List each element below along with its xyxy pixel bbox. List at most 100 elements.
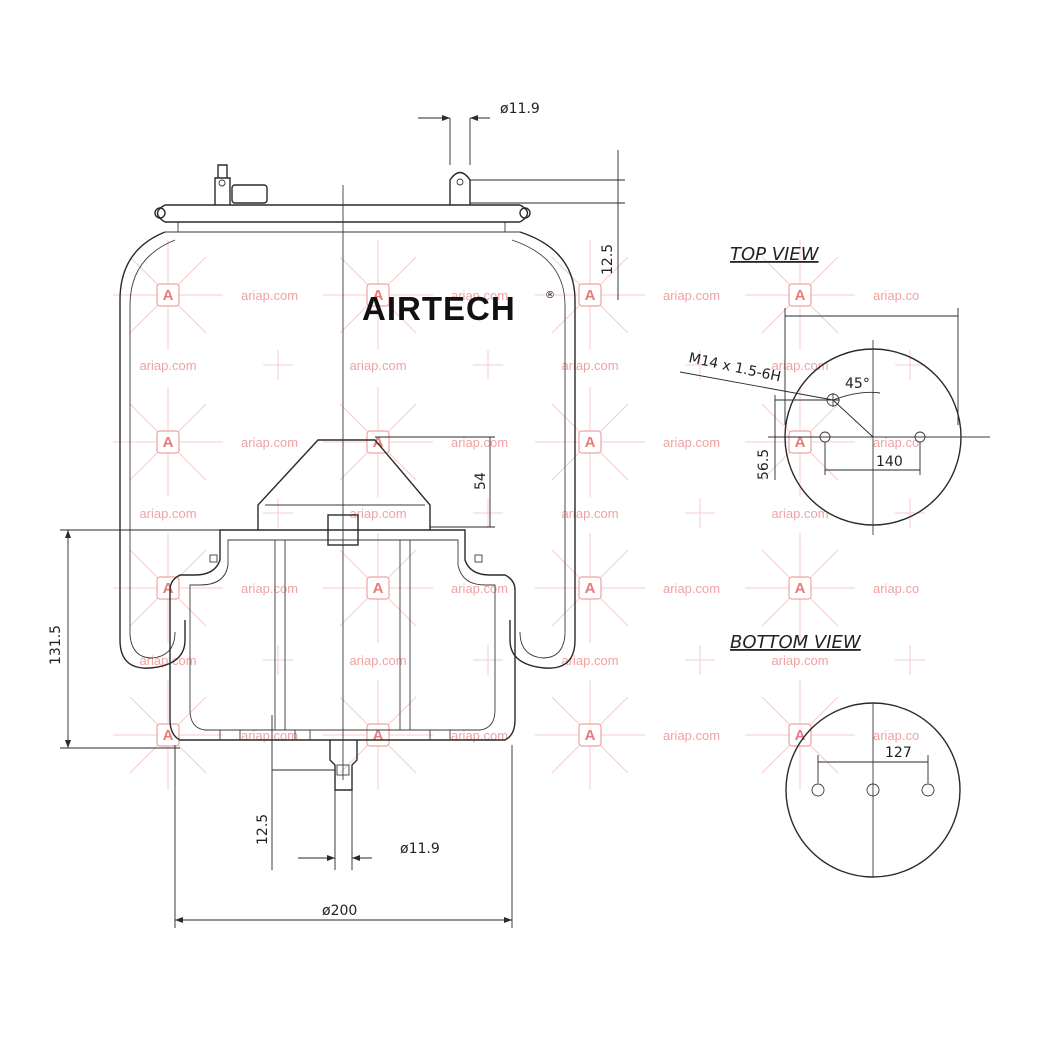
watermark-cross bbox=[895, 350, 925, 380]
watermark-cross bbox=[263, 498, 293, 528]
watermark-badge-letter: A bbox=[585, 727, 596, 744]
watermark-text: ariap.com bbox=[451, 435, 508, 450]
watermark-text: ariap.com bbox=[561, 358, 618, 373]
dim-overall-height-lines bbox=[60, 529, 220, 749]
watermark-cross bbox=[685, 350, 715, 380]
watermark-text: ariap.com bbox=[451, 728, 508, 743]
watermark-badge-letter: A bbox=[795, 580, 806, 597]
watermark-cross bbox=[263, 645, 293, 675]
side-dimensions: ø11.9 12.5 54 131.5 12.5 ø11.9 ø200 bbox=[48, 101, 625, 928]
watermark-text: ariap.com bbox=[241, 288, 298, 303]
watermark-badge-letter: A bbox=[585, 287, 596, 304]
watermark-badge-letter: A bbox=[163, 580, 174, 597]
top-view: TOP VIEW M14 x 1.5-6H 45° 56.5 140 bbox=[679, 244, 990, 535]
dim-base-dia-lines bbox=[174, 745, 513, 928]
top-spacing-label: 140 bbox=[876, 454, 903, 470]
bellow-inner bbox=[129, 239, 566, 659]
watermark-badge bbox=[156, 576, 180, 600]
stud-hole-right bbox=[456, 178, 464, 186]
plate-hole-left bbox=[154, 207, 166, 219]
brand-registered-mark: ® bbox=[545, 290, 555, 301]
piston-inner bbox=[189, 539, 496, 731]
thread-leader bbox=[679, 371, 834, 401]
watermark-text: ariap.com bbox=[451, 288, 508, 303]
bellow-outer bbox=[119, 231, 576, 669]
dim-top-stud-dia-lines bbox=[418, 117, 490, 165]
vent-left bbox=[209, 554, 218, 563]
dim-bottom-stud-dia-arrows bbox=[327, 855, 360, 861]
watermark-text: ariap.co bbox=[873, 288, 919, 303]
watermark-badge-letter: A bbox=[373, 287, 384, 304]
top-thread-label: M14 x 1.5-6H bbox=[687, 350, 782, 385]
watermark-cross bbox=[263, 350, 293, 380]
watermark-badge-letter: A bbox=[585, 434, 596, 451]
dim-piston-height: 54 bbox=[473, 472, 489, 490]
top-offset-label: 56.5 bbox=[756, 449, 772, 480]
watermark-badge bbox=[366, 576, 390, 600]
watermark-text: ariap.com bbox=[663, 288, 720, 303]
piston-cap bbox=[257, 439, 431, 530]
watermark-text: ariap.com bbox=[663, 581, 720, 596]
dim-piston-height-lines bbox=[375, 436, 495, 528]
watermark-badge-letter: A bbox=[163, 434, 174, 451]
vent-right bbox=[474, 554, 483, 563]
watermark-badge-letter: A bbox=[795, 434, 806, 451]
watermark-badge-letter: A bbox=[585, 580, 596, 597]
dim-bottom-stud-dia-lines bbox=[298, 790, 372, 870]
watermark-cross bbox=[895, 498, 925, 528]
angle-arc bbox=[832, 391, 881, 438]
watermark-text: ariap.com bbox=[349, 653, 406, 668]
watermark-cross bbox=[685, 498, 715, 528]
brand-logo: AIRTECH bbox=[362, 290, 516, 327]
dim-base-dia: ø200 bbox=[322, 903, 357, 919]
stud-hole-left bbox=[218, 179, 226, 187]
bottom-hole-center bbox=[866, 783, 880, 797]
watermark-badge bbox=[788, 430, 812, 454]
dim-top-stud-height-lines bbox=[470, 150, 625, 300]
watermark-text: ariap.com bbox=[663, 435, 720, 450]
dim-bottom-stud-height-lines bbox=[271, 715, 335, 870]
watermark-badge bbox=[156, 723, 180, 747]
watermark-badge bbox=[578, 430, 602, 454]
watermark-text: ariap.com bbox=[561, 653, 618, 668]
watermark-badge-letter: A bbox=[373, 580, 384, 597]
watermark-badge bbox=[578, 283, 602, 307]
top-view-width-lines bbox=[784, 308, 959, 425]
watermark-text: ariap.co bbox=[873, 435, 919, 450]
dim-top-stud-dia-arrows bbox=[442, 115, 478, 121]
watermark-text: ariap.com bbox=[139, 653, 196, 668]
watermark-badge bbox=[788, 283, 812, 307]
watermark-text: ariap.com bbox=[241, 728, 298, 743]
watermark-badge bbox=[156, 430, 180, 454]
watermark-badge bbox=[366, 430, 390, 454]
watermark-badge bbox=[156, 283, 180, 307]
watermark-badge-letter: A bbox=[795, 727, 806, 744]
right-stud bbox=[449, 171, 471, 205]
watermark-badge-letter: A bbox=[373, 727, 384, 744]
watermark-badge-letter: A bbox=[795, 287, 806, 304]
top-angle-label: 45° bbox=[845, 376, 870, 392]
bottom-spacing-label: 127 bbox=[885, 745, 912, 761]
watermark-badge bbox=[578, 576, 602, 600]
plate-hole-right bbox=[519, 207, 531, 219]
bottom-view: BOTTOM VIEW 127 bbox=[730, 632, 961, 878]
watermark-text: ariap.com bbox=[663, 728, 720, 743]
watermark-text: ariap.com bbox=[241, 581, 298, 596]
watermark-text: ariap.com bbox=[139, 358, 196, 373]
dim-bottom-stud-dia: ø11.9 bbox=[400, 841, 440, 857]
watermark-cross bbox=[473, 645, 503, 675]
watermark-text: ariap.com bbox=[561, 506, 618, 521]
left-stud bbox=[214, 164, 231, 205]
piston-body bbox=[169, 529, 516, 741]
watermark-badge-letter: A bbox=[373, 434, 384, 451]
dim-overall-height: 131.5 bbox=[48, 625, 64, 665]
watermark-text: ariap.co bbox=[873, 728, 919, 743]
dim-bottom-stud-height: 12.5 bbox=[255, 814, 271, 845]
top-plate bbox=[156, 204, 529, 223]
watermark-text: ariap.com bbox=[771, 506, 828, 521]
bottom-spacing-lines bbox=[817, 755, 929, 783]
dim-top-stud-dia: ø11.9 bbox=[500, 101, 540, 117]
